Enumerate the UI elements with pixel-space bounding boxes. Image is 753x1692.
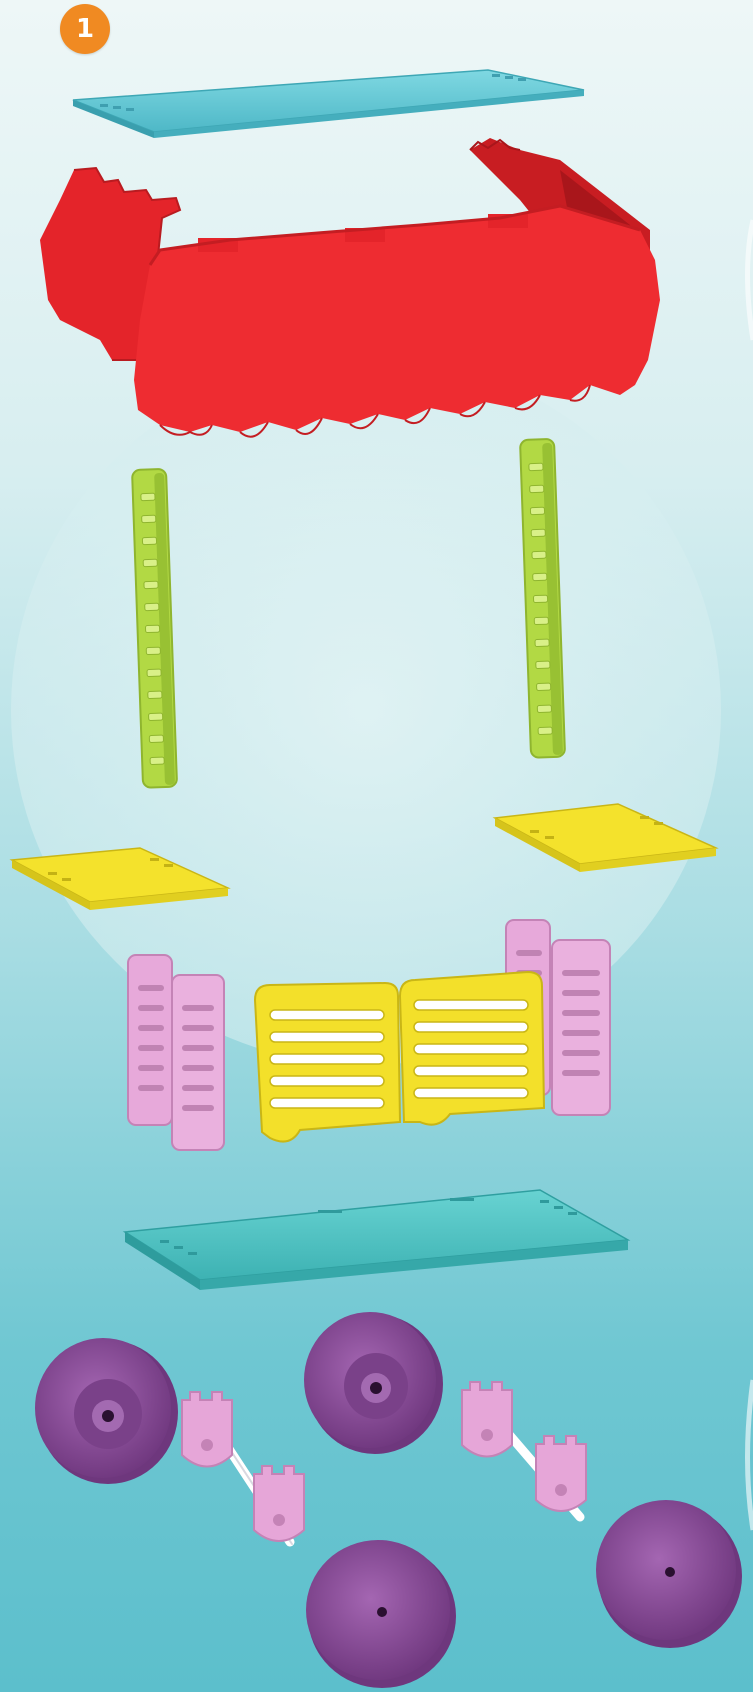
roof-panel-icon (73, 70, 584, 138)
wheel-icon (35, 1338, 178, 1484)
slotted-grid-panel-icon (255, 972, 544, 1142)
background-arc (748, 220, 753, 340)
background-arc (748, 1380, 753, 1530)
wheel-icon (304, 1312, 443, 1454)
base-panel-icon (125, 1190, 628, 1290)
wheel-icon (306, 1540, 456, 1688)
background-circle (11, 355, 721, 1065)
wheel-icon (596, 1500, 742, 1648)
locomotive-body-icon (40, 138, 660, 437)
